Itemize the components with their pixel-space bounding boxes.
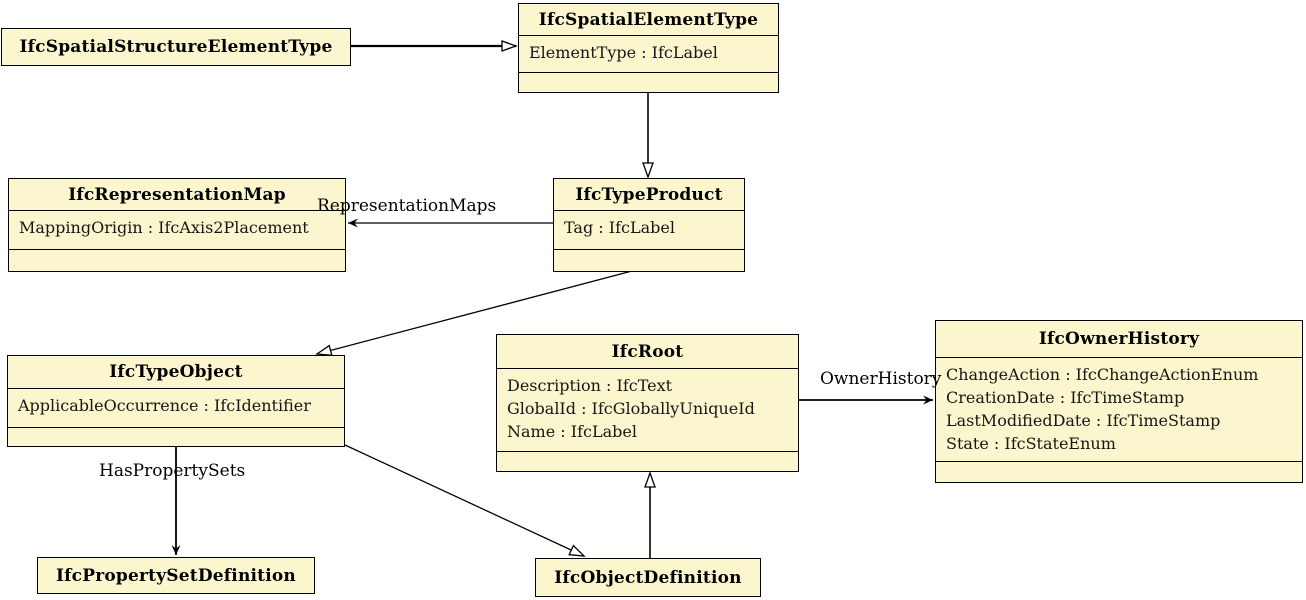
class-title: IfcSpatialStructureElementType <box>19 37 333 57</box>
class-attributes: Description : IfcText GlobalId : IfcGlob… <box>497 368 798 451</box>
class-attributes: ChangeAction : IfcChangeActionEnum Creat… <box>936 357 1302 461</box>
class-attributes: Tag : IfcLabel <box>554 210 744 249</box>
class-title: IfcRepresentationMap <box>68 184 286 205</box>
class-ifcroot[interactable]: IfcRoot Description : IfcText GlobalId :… <box>496 334 799 472</box>
attribute-line: ChangeAction : IfcChangeActionEnum <box>946 365 1259 384</box>
class-ifcpropertysetdefinition[interactable]: IfcPropertySetDefinition <box>37 557 315 594</box>
class-attributes: ElementType : IfcLabel <box>519 35 778 72</box>
attribute-line: ApplicableOccurrence : IfcIdentifier <box>18 396 311 415</box>
class-title: IfcTypeObject <box>109 362 243 382</box>
edge-label-representationmaps: RepresentationMaps <box>317 196 497 216</box>
attribute-line: GlobalId : IfcGloballyUniqueId <box>507 399 755 418</box>
attribute-line: Name : IfcLabel <box>507 422 637 441</box>
class-operations-empty <box>519 72 778 92</box>
edge-label-haspropertysets: HasPropertySets <box>99 461 246 481</box>
attribute-line: State : IfcStateEnum <box>946 434 1116 453</box>
class-ifctypeproduct[interactable]: IfcTypeProduct Tag : IfcLabel <box>553 178 745 272</box>
attribute-line: MappingOrigin : IfcAxis2Placement <box>19 218 309 237</box>
class-ifctypeobject[interactable]: IfcTypeObject ApplicableOccurrence : Ifc… <box>7 355 345 447</box>
class-operations-empty <box>554 249 744 271</box>
class-operations-empty <box>936 461 1302 482</box>
attribute-line: Tag : IfcLabel <box>564 218 675 237</box>
class-ifcspatialelementtype[interactable]: IfcSpatialElementType ElementType : IfcL… <box>518 3 779 93</box>
attribute-line: LastModifiedDate : IfcTimeStamp <box>946 411 1221 430</box>
class-title: IfcObjectDefinition <box>554 567 742 588</box>
class-operations-empty <box>497 451 798 471</box>
class-attributes: MappingOrigin : IfcAxis2Placement <box>9 210 345 249</box>
class-operations-empty <box>8 427 344 446</box>
attribute-line: ElementType : IfcLabel <box>529 43 718 62</box>
class-title: IfcPropertySetDefinition <box>56 565 296 586</box>
edge-label-ownerhistory: OwnerHistory <box>820 369 942 389</box>
class-attributes: ApplicableOccurrence : IfcIdentifier <box>8 388 344 427</box>
attribute-line: CreationDate : IfcTimeStamp <box>946 388 1185 407</box>
class-title: IfcTypeProduct <box>575 184 723 205</box>
class-ifcownerhistory[interactable]: IfcOwnerHistory ChangeAction : IfcChange… <box>935 320 1303 483</box>
class-title: IfcSpatialElementType <box>538 9 759 30</box>
class-title: IfcOwnerHistory <box>1038 329 1200 349</box>
class-ifcrepresentationmap[interactable]: IfcRepresentationMap MappingOrigin : Ifc… <box>8 178 346 272</box>
class-title: IfcRoot <box>611 341 684 362</box>
attribute-line: Description : IfcText <box>507 376 673 395</box>
class-ifcspatialstructureelementtype[interactable]: IfcSpatialStructureElementType <box>1 28 351 66</box>
class-ifcobjectdefinition[interactable]: IfcObjectDefinition <box>535 558 761 597</box>
class-operations-empty <box>9 249 345 271</box>
